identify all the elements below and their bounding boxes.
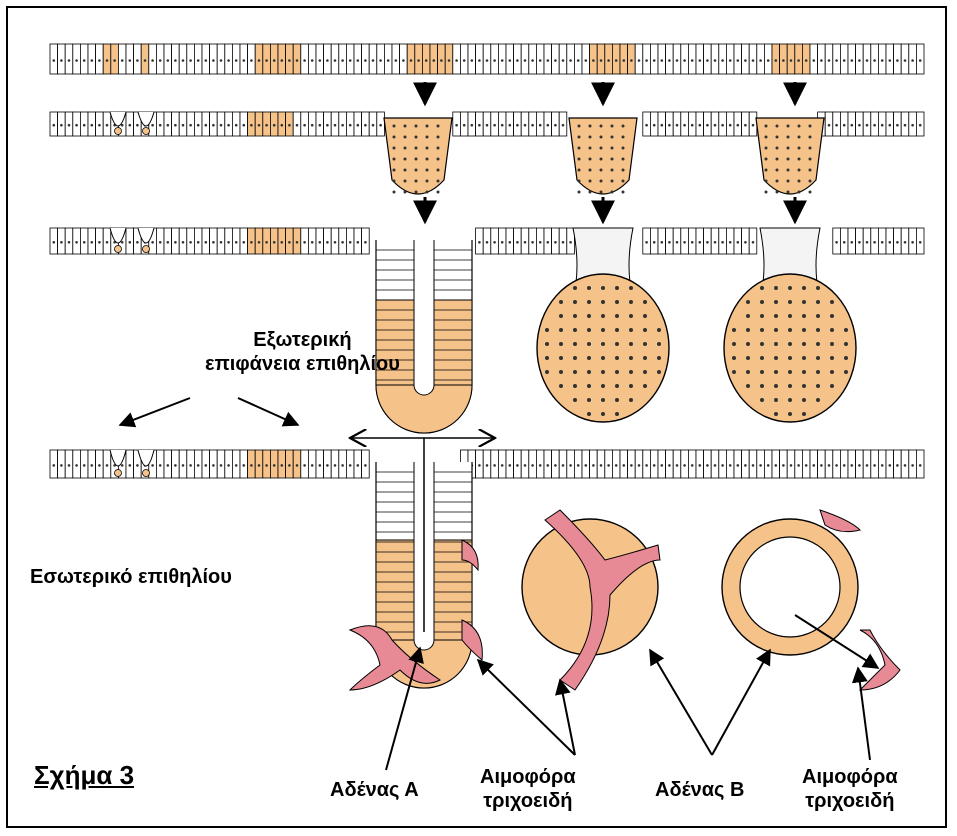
pit-nucleus [115,470,122,477]
capillaries-2-line2: τριχοειδή [802,789,898,813]
capillaries-1-line1: Αιμοφόρα [480,765,576,789]
pointer-arrow [120,398,190,425]
pointer-arrow [650,650,712,755]
cell-bud [756,118,824,194]
epithelium-row-1 [50,44,924,74]
gland-b-label: Αδένας Β [655,778,744,802]
internal-epithelium-label: Εσωτερικό επιθηλίου [30,565,232,589]
capillaries-label-2: Αιμοφόρα τριχοειδή [802,765,898,813]
figure-title: Σχήμα 3 [34,760,134,791]
gland-a-label: Αδένας Α [330,778,419,802]
cell-bud [384,118,452,194]
pointer-arrow [238,398,298,425]
external-surface-line2: επιφάνεια επιθηλίου [205,352,400,376]
capillaries-label-1: Αιμοφόρα τριχοειδή [480,765,576,813]
epithelium-row-4 [50,450,924,478]
capillary-4 [820,510,860,532]
external-surface-line1: Εξωτερική [205,328,400,352]
cell-bud [569,118,637,194]
pit-nucleus [143,470,150,477]
external-surface-label: Εξωτερική επιφάνεια επιθηλίου [205,328,400,376]
pit-nucleus [115,246,122,253]
capillaries-1-line2: τριχοειδή [480,789,576,813]
pit-nucleus [143,246,150,253]
pointer-arrow [478,660,575,755]
pit-nucleus [143,128,150,135]
capillaries-2-line1: Αιμοφόρα [802,765,898,789]
pointer-arrow [712,650,770,755]
pit-nucleus [115,128,122,135]
follicle-lumen [740,537,840,637]
